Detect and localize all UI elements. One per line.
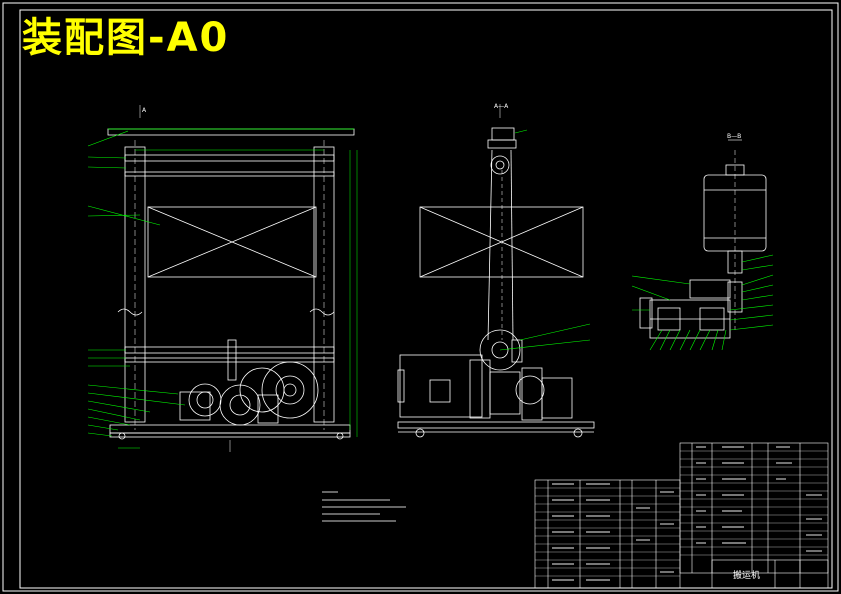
sheet-title: 装配图-A0 xyxy=(22,15,230,61)
inner-frame xyxy=(19,9,833,589)
parts-list xyxy=(534,442,829,589)
detail-view xyxy=(639,150,767,339)
side-view-leaders xyxy=(499,129,591,351)
side-view-label: A—A xyxy=(494,103,509,110)
detail-view-label: B—B xyxy=(727,133,741,140)
technical-notes xyxy=(322,491,406,522)
parts-list-rows xyxy=(535,450,828,577)
side-view xyxy=(397,104,595,438)
drawing-name: 搬运机 xyxy=(733,569,760,581)
front-view-label: A xyxy=(142,107,147,114)
front-view-leaders xyxy=(87,130,186,437)
detail-view-leaders xyxy=(631,139,774,351)
parts-list-entries xyxy=(552,446,822,581)
front-view xyxy=(107,105,358,452)
